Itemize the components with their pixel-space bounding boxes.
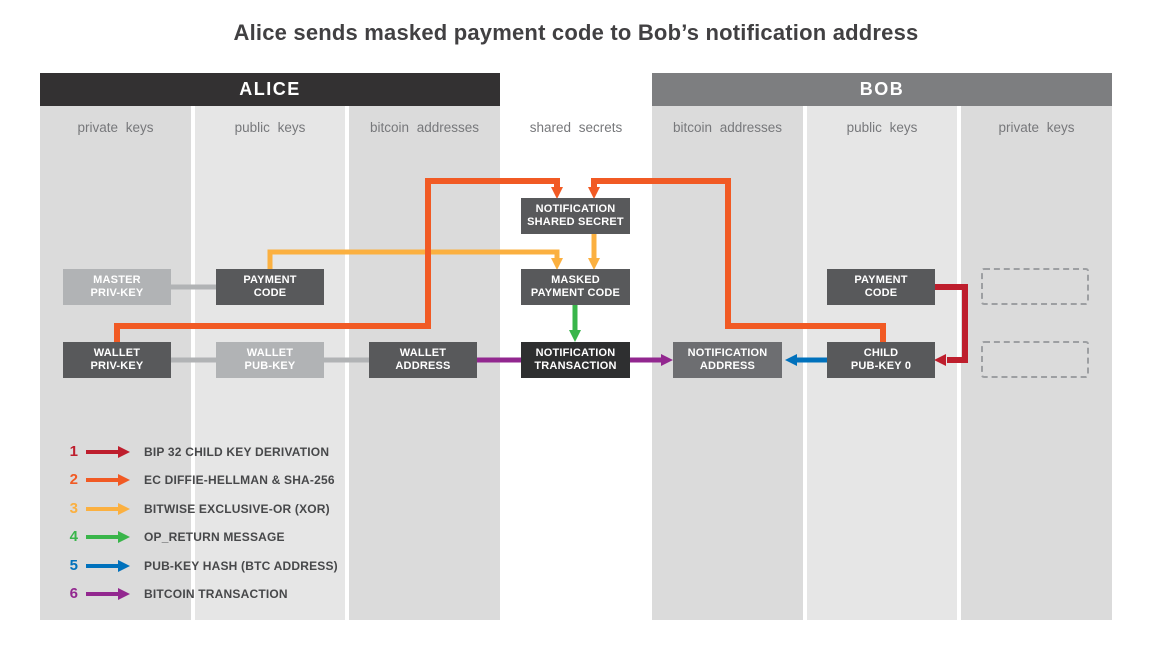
arrow-ecdh-from-bob [591,178,886,342]
node-label: MASTER [93,274,141,286]
node-masked-payment-code: MASKED PAYMENT CODE [521,269,630,305]
placeholder-bob-private-key-1 [981,268,1089,305]
legend-arrow-icon [86,531,130,543]
arrowhead-xor-from-payment-code [551,258,563,270]
node-label: ADDRESS [395,360,451,372]
legend-label: PUB-KEY HASH (BTC ADDRESS) [144,559,338,573]
node-wallet-pub-key: WALLET PUB-KEY [216,342,324,378]
node-label: WALLET [93,347,141,359]
legend-arrow-icon [86,474,130,486]
column-label-bob-bitcoin-addresses: bitcoin addresses [672,119,783,135]
node-notification-transaction: NOTIFICATION TRANSACTION [521,342,630,378]
node-label: CODE [253,287,287,299]
legend-number: 4 [69,528,78,545]
legend-number: 5 [69,557,78,574]
node-label: PRIV-KEY [90,287,144,299]
legend-row-xor: 3 BITWISE EXCLUSIVE-OR (XOR) [60,501,330,517]
arrowhead-pubkey-hash [785,354,797,366]
node-label: PAYMENT CODE [530,287,621,299]
column-label-shared-secrets: shared secrets [529,119,623,135]
column-label-alice-public-keys: public keys [234,119,306,135]
column-label-bob-private-keys: private keys [998,119,1075,135]
legend-row-bitcoin-transaction: 6 BITCOIN TRANSACTION [60,586,288,602]
legend-row-op-return: 4 OP_RETURN MESSAGE [60,529,285,545]
arrowhead-ecdh-from-alice [551,187,563,199]
arrowhead-bip32-derivation [934,354,946,366]
arrowhead-ecdh-from-bob [588,187,600,199]
node-label: ADDRESS [699,360,756,372]
node-wallet-address: WALLET ADDRESS [369,342,477,378]
column-label-alice-private-keys: private keys [77,119,154,135]
arrow-bip32-derivation [934,284,968,363]
node-label: SHARED SECRET [527,216,624,228]
arrowhead-bitcoin-transaction [661,354,673,366]
arrow-ecdh-from-alice [114,178,560,342]
legend-arrow-icon [86,560,130,572]
node-label: PUB-KEY 0 [850,360,912,372]
arrowhead-xor-from-shared-secret [588,258,600,270]
legend-number: 1 [69,443,78,460]
node-label: CHILD [863,347,899,359]
diagram-title: Alice sends masked payment code to Bob’s… [233,20,919,45]
node-label: NOTIFICATION [687,347,768,359]
node-label: WALLET [246,347,294,359]
node-wallet-priv-key: WALLET PRIV-KEY [63,342,171,378]
bob-header-bar: BOB [652,73,1112,106]
legend-number: 6 [69,585,78,602]
alice-header-bar: ALICE [40,73,500,106]
node-label: PAYMENT [243,274,297,286]
node-label: MASKED [551,274,600,286]
node-label: PUB-KEY [244,360,296,372]
legend-label: BITWISE EXCLUSIVE-OR (XOR) [144,502,330,516]
node-payment-code-alice: PAYMENT CODE [216,269,324,305]
legend-arrow-icon [86,588,130,600]
legend-row-pubkey-hash: 5 PUB-KEY HASH (BTC ADDRESS) [60,558,338,574]
legend-label: EC DIFFIE-HELLMAN & SHA-256 [144,473,335,487]
arrowhead-op-return [569,330,581,342]
node-label: PRIV-KEY [90,360,144,372]
legend-label: BITCOIN TRANSACTION [144,587,288,601]
node-label: TRANSACTION [534,360,617,372]
node-label: NOTIFICATION [535,347,616,359]
node-notification-address: NOTIFICATION ADDRESS [673,342,782,378]
node-child-pub-key-0: CHILD PUB-KEY 0 [827,342,935,378]
legend-label: OP_RETURN MESSAGE [144,530,285,544]
column-label-alice-bitcoin-addresses: bitcoin addresses [369,119,480,135]
legend-number: 2 [69,471,78,488]
node-label: CODE [864,287,898,299]
placeholder-bob-private-key-2 [981,341,1089,378]
node-notification-shared-secret: NOTIFICATION SHARED SECRET [521,198,630,234]
legend-row-ecdh: 2 EC DIFFIE-HELLMAN & SHA-256 [60,472,335,488]
legend-row-bip32: 1 BIP 32 CHILD KEY DERIVATION [60,444,329,460]
column-bob-private-keys [961,106,1112,620]
node-label: PAYMENT [854,274,908,286]
legend-arrow-icon [86,503,130,515]
legend-label: BIP 32 CHILD KEY DERIVATION [144,445,330,459]
arrow-xor-from-payment-code [267,249,560,269]
node-master-priv-key: MASTER PRIV-KEY [63,269,171,305]
node-label: NOTIFICATION [535,203,616,215]
legend-arrow-icon [86,446,130,458]
column-label-bob-public-keys: public keys [846,119,918,135]
node-payment-code-bob: PAYMENT CODE [827,269,935,305]
legend-number: 3 [69,500,78,517]
node-label: WALLET [399,347,447,359]
